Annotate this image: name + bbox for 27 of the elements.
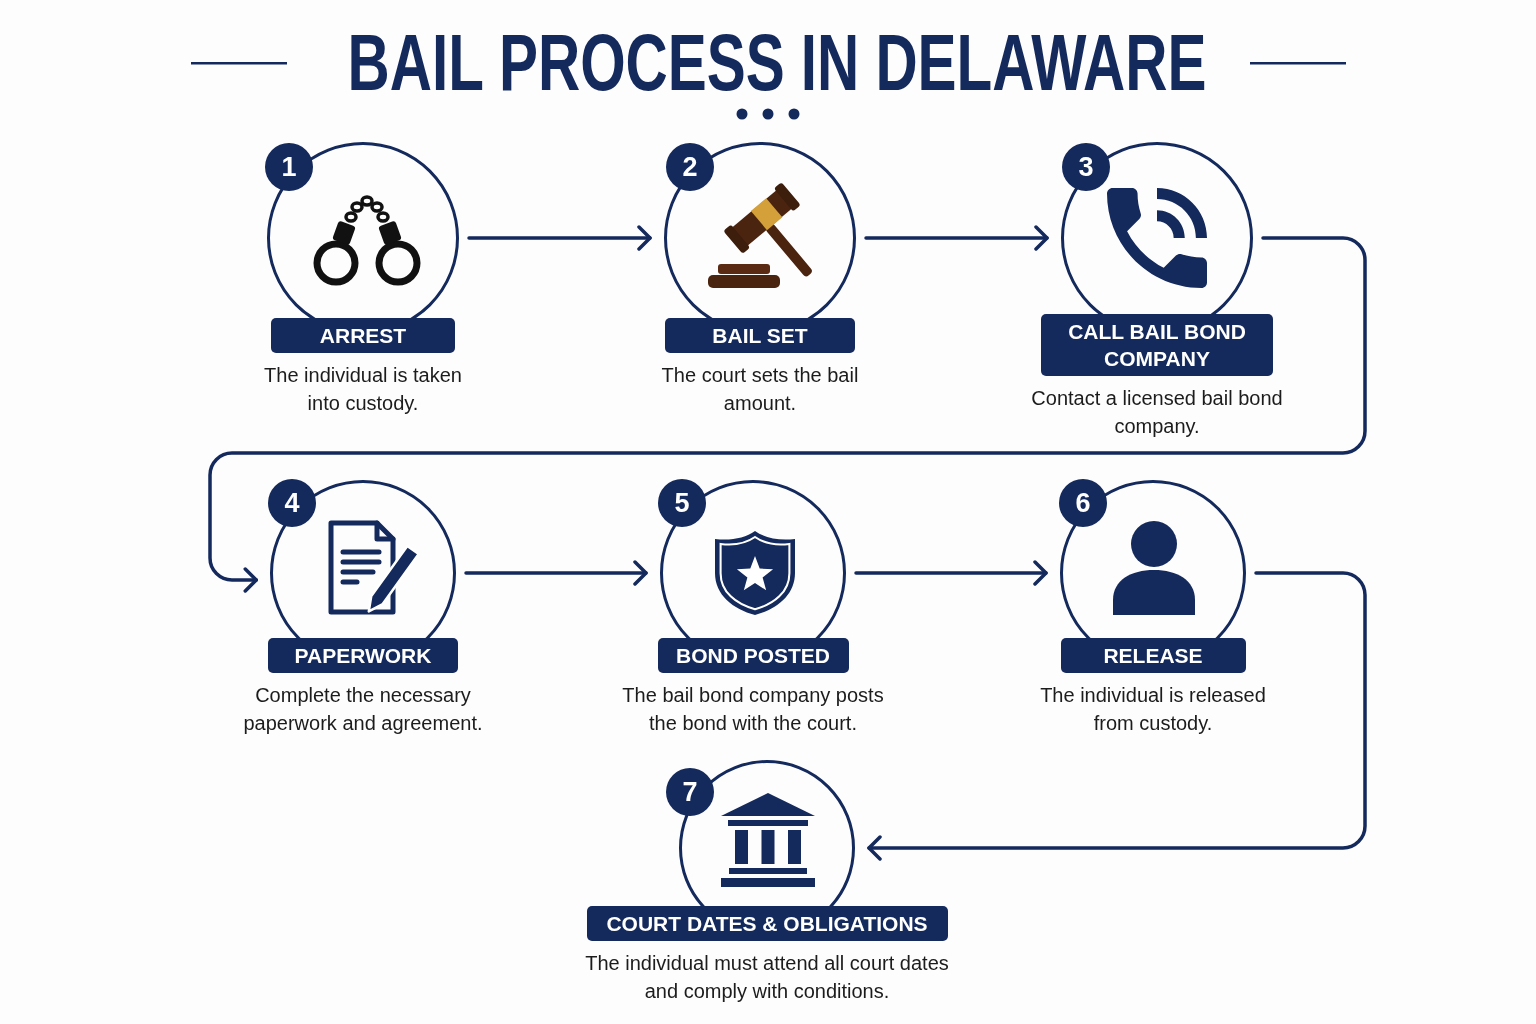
arrow-connector bbox=[467, 225, 652, 251]
step-title-banner: COURT DATES & OBLIGATIONS bbox=[586, 906, 948, 941]
step-number-badge: 1 bbox=[265, 143, 313, 191]
arrow-connector bbox=[464, 560, 648, 586]
step-title-banner: BOND POSTED bbox=[657, 638, 849, 673]
step-description: Complete the necessary paperwork and agreement. bbox=[242, 683, 484, 736]
step-title-banner: PAPERWORK bbox=[268, 638, 458, 673]
step-description: Contact a licensed bail bond company. bbox=[1030, 386, 1284, 439]
step-number-badge: 6 bbox=[1059, 479, 1107, 527]
step-description: The individual is taken into custody. bbox=[263, 363, 463, 416]
step-number-badge: 3 bbox=[1062, 143, 1110, 191]
step-description: The individual must attend all court dates and comply with conditions. bbox=[584, 951, 950, 1004]
step-description: The individual is released from custody. bbox=[1039, 683, 1267, 736]
step-title-banner: RELEASE bbox=[1060, 638, 1246, 673]
step-title-banner: ARREST bbox=[271, 318, 455, 353]
step-title-banner: CALL BAIL BOND COMPANY bbox=[1041, 314, 1273, 376]
title: BAIL PROCESS IN DELAWARE bbox=[347, 23, 1207, 103]
arrow-connector bbox=[864, 225, 1049, 251]
arrow-connector bbox=[867, 571, 1367, 861]
step-number-badge: 7 bbox=[666, 768, 714, 816]
arrow-connector bbox=[854, 560, 1048, 586]
step-number-badge: 2 bbox=[666, 143, 714, 191]
step-description: The court sets the bail amount. bbox=[660, 363, 860, 416]
step-title-banner: BAIL SET bbox=[665, 318, 855, 353]
step-description: The bail bond company posts the bond with the court. bbox=[621, 683, 885, 736]
step-number-badge: 4 bbox=[268, 479, 316, 527]
step-number-badge: 5 bbox=[658, 479, 706, 527]
